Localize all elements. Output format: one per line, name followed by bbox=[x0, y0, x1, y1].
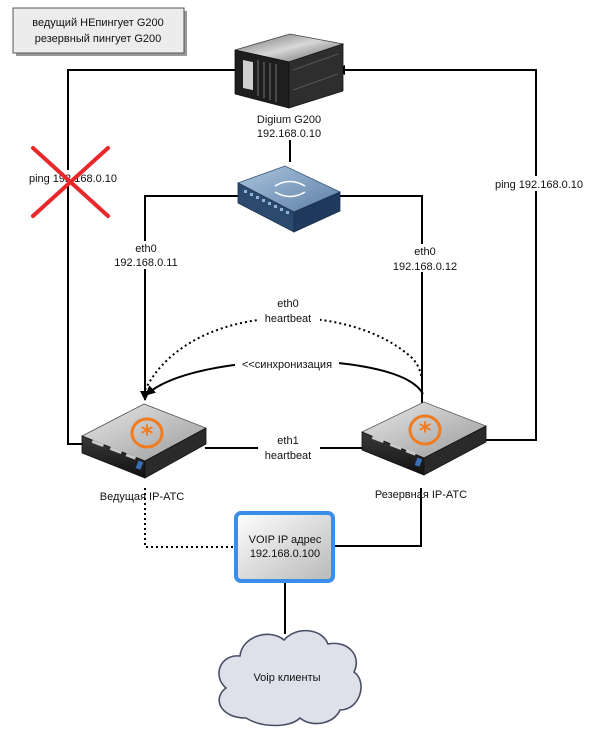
master-server-icon[interactable]: * bbox=[81, 403, 207, 479]
svg-text:*: * bbox=[419, 417, 432, 445]
eth0-left-ip: 192.168.0.11 bbox=[114, 257, 177, 269]
eth0-line-right bbox=[340, 195, 423, 403]
voip-ip-box[interactable]: VOIP IP адрес 192.168.0.100 bbox=[234, 511, 335, 583]
backup-server-icon[interactable]: * bbox=[361, 401, 487, 476]
backup-name: Резервная IP-АТС bbox=[375, 489, 467, 501]
legend-line-2: резервный пингует G200 bbox=[35, 33, 162, 45]
sync-label: <<синхронизация bbox=[242, 359, 332, 371]
connections bbox=[67, 65, 537, 634]
eth0-line-left bbox=[140, 195, 238, 401]
eth0-right-iface: eth0 bbox=[414, 246, 435, 258]
g200-name: Digium G200 bbox=[257, 114, 321, 126]
legend-line-1: ведущий НЕпингует G200 bbox=[32, 17, 164, 29]
asterisk-logo-icon: * bbox=[408, 414, 442, 446]
heartbeat-mid-label: heartbeat bbox=[265, 450, 311, 462]
voip-ip: 192.168.0.100 bbox=[250, 548, 320, 560]
heartbeat-top-label: heartbeat bbox=[265, 313, 311, 325]
heartbeat-top-iface: eth0 bbox=[277, 298, 298, 310]
cloud-label: Voip клиенты bbox=[253, 672, 320, 684]
cross-icon bbox=[31, 146, 110, 218]
eth0-left-iface: eth0 bbox=[135, 243, 156, 255]
cloud-icon[interactable]: Voip клиенты bbox=[218, 629, 362, 727]
ping-label-right: ping 192.168.0.10 bbox=[495, 179, 583, 191]
ping-line-left bbox=[67, 65, 246, 445]
asterisk-logo-icon: * bbox=[130, 417, 164, 449]
g200-server-icon[interactable] bbox=[234, 33, 345, 109]
backup-voip-line bbox=[334, 488, 422, 547]
master-name: Ведущая IP-АТС bbox=[100, 491, 185, 503]
ping-line-right bbox=[335, 65, 537, 441]
heartbeat-mid-iface: eth1 bbox=[277, 435, 298, 447]
g200-ip: 192.168.0.10 bbox=[257, 128, 321, 140]
eth0-right-ip: 192.168.0.12 bbox=[393, 261, 457, 273]
legend-box: ведущий НЕпингует G200 резервный пингует… bbox=[12, 7, 187, 56]
heartbeat-arc bbox=[144, 316, 423, 391]
svg-text:*: * bbox=[141, 420, 154, 448]
switch-icon[interactable] bbox=[237, 165, 341, 233]
voip-title: VOIP IP адрес bbox=[249, 534, 322, 546]
